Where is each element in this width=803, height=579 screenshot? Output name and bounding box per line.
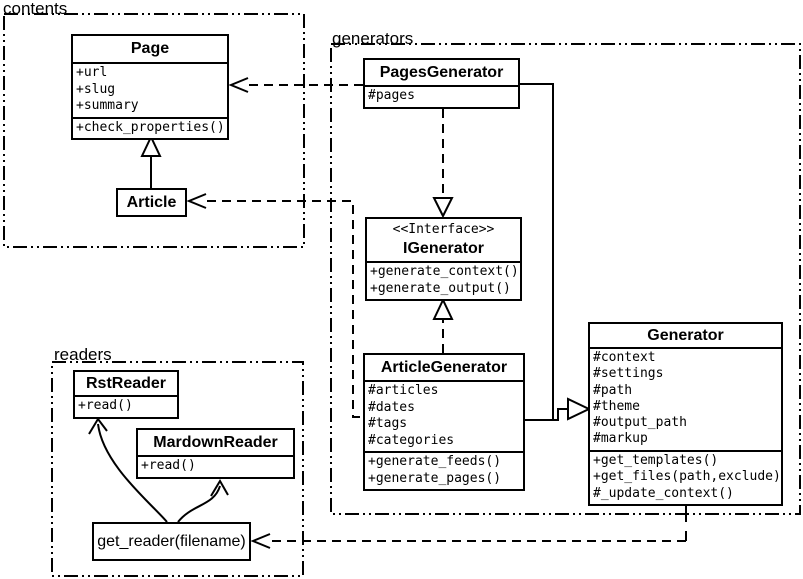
package-border-contents (3, 13, 305, 248)
class-articlegenerator: ArticleGenerator #articles #dates #tags … (363, 353, 525, 491)
inheritance-to-generator-triangle (567, 397, 592, 421)
class-pagesgenerator-title: PagesGenerator (379, 64, 504, 81)
class-attribute: +url (76, 65, 108, 80)
class-attribute: #tags (368, 416, 408, 431)
class-method: +check_properties() (76, 119, 225, 135)
arrow-getreader-to-rstreader-arrowhead (88, 417, 108, 435)
class-generator-methods: +get_templates() +get_files(path,exclude… (590, 449, 781, 505)
class-generator: Generator #context #settings #path #them… (588, 322, 783, 507)
class-pagesgenerator-attributes: #pages (365, 85, 518, 107)
class-method: +generate_output() (370, 280, 511, 296)
class-attribute: #markup (593, 431, 648, 447)
inheritance-article-to-page-triangle (140, 134, 162, 157)
package-label-generators: generators (332, 29, 414, 48)
package-label-readers: readers (54, 345, 112, 364)
class-mardownreader: MardownReader +read() (136, 428, 295, 479)
class-page-title: Page (130, 40, 170, 57)
class-attribute: +slug (76, 81, 116, 97)
class-attribute: +summary (76, 98, 139, 113)
inheritance-articlegenerator-to-generator-line (525, 408, 567, 421)
class-igenerator-methods: +generate_context() +generate_output() (367, 261, 520, 299)
class-rstreader-title: RstReader (85, 375, 167, 392)
class-attribute: #pages (368, 88, 415, 103)
class-method: +read() (141, 458, 196, 473)
package-label-contents: contents (3, 0, 68, 18)
class-attribute: #context (593, 350, 656, 365)
class-article-title: Article (126, 194, 177, 211)
class-mardownreader-title: MardownReader (153, 434, 278, 451)
realization-pagesgenerator-to-igenerator-triangle (432, 197, 454, 219)
class-igenerator-header: <<Interface>> IGenerator (367, 219, 520, 261)
class-method: +get_files(path,exclude) (593, 469, 781, 485)
class-igenerator: <<Interface>> IGenerator +generate_conte… (365, 217, 522, 301)
dependency-articlegenerator-to-article-arrowhead (186, 193, 207, 209)
dependency-articlegenerator-to-article-line (207, 200, 363, 418)
class-mardownreader-methods: +read() (138, 455, 293, 477)
class-page-methods: +check_properties() (73, 116, 227, 139)
class-igenerator-stereotype: <<Interface>> (392, 222, 495, 237)
inheritance-pagesgenerator-to-generator-line (520, 83, 554, 420)
class-method: +generate_pages() (368, 470, 502, 486)
class-igenerator-title: IGenerator (403, 240, 484, 257)
realization-articlegenerator-to-igenerator-triangle (432, 297, 454, 320)
class-attribute: #path (593, 382, 633, 398)
function-get-reader-label: get_reader(filename) (97, 533, 246, 550)
dependency-generator-to-getreader-arrowhead (250, 533, 271, 549)
class-generator-title: Generator (647, 327, 724, 344)
class-rstreader: RstReader +read() (73, 370, 179, 419)
class-attribute: #theme (593, 398, 640, 414)
class-rstreader-methods: +read() (75, 395, 177, 417)
class-attribute: #output_path (593, 415, 687, 431)
package-border-readers (51, 361, 304, 577)
class-pagesgenerator: PagesGenerator #pages (363, 58, 520, 109)
class-method: +generate_feeds() (368, 454, 502, 469)
class-attribute: #categories (368, 432, 455, 448)
class-method: +read() (78, 398, 133, 413)
class-method: +generate_context() (370, 264, 519, 279)
class-articlegenerator-attributes: #articles #dates #tags #categories (365, 380, 523, 451)
class-page-attributes: +url +slug +summary (73, 62, 227, 117)
class-method: #_update_context() (593, 485, 734, 501)
dependency-pagesgenerator-to-page-arrowhead (228, 77, 249, 93)
class-attribute: #dates (368, 399, 415, 415)
class-attribute: #articles (368, 383, 439, 398)
class-article: Article (116, 188, 187, 217)
arrow-getreader-to-mardownreader-curve (177, 485, 221, 523)
class-articlegenerator-methods: +generate_feeds() +generate_pages() (365, 451, 523, 489)
function-get-reader: get_reader(filename) (92, 522, 251, 561)
arrow-getreader-to-rstreader-curve (97, 423, 168, 523)
class-method: +get_templates() (593, 452, 719, 468)
class-page: Page +url +slug +summary +check_properti… (71, 34, 229, 140)
arrow-getreader-to-mardownreader-arrowhead (210, 479, 229, 497)
class-generator-attributes: #context #settings #path #theme #output_… (590, 347, 781, 450)
class-articlegenerator-title: ArticleGenerator (380, 359, 508, 376)
class-attribute: #settings (593, 366, 664, 382)
package-border-generators (330, 43, 801, 515)
